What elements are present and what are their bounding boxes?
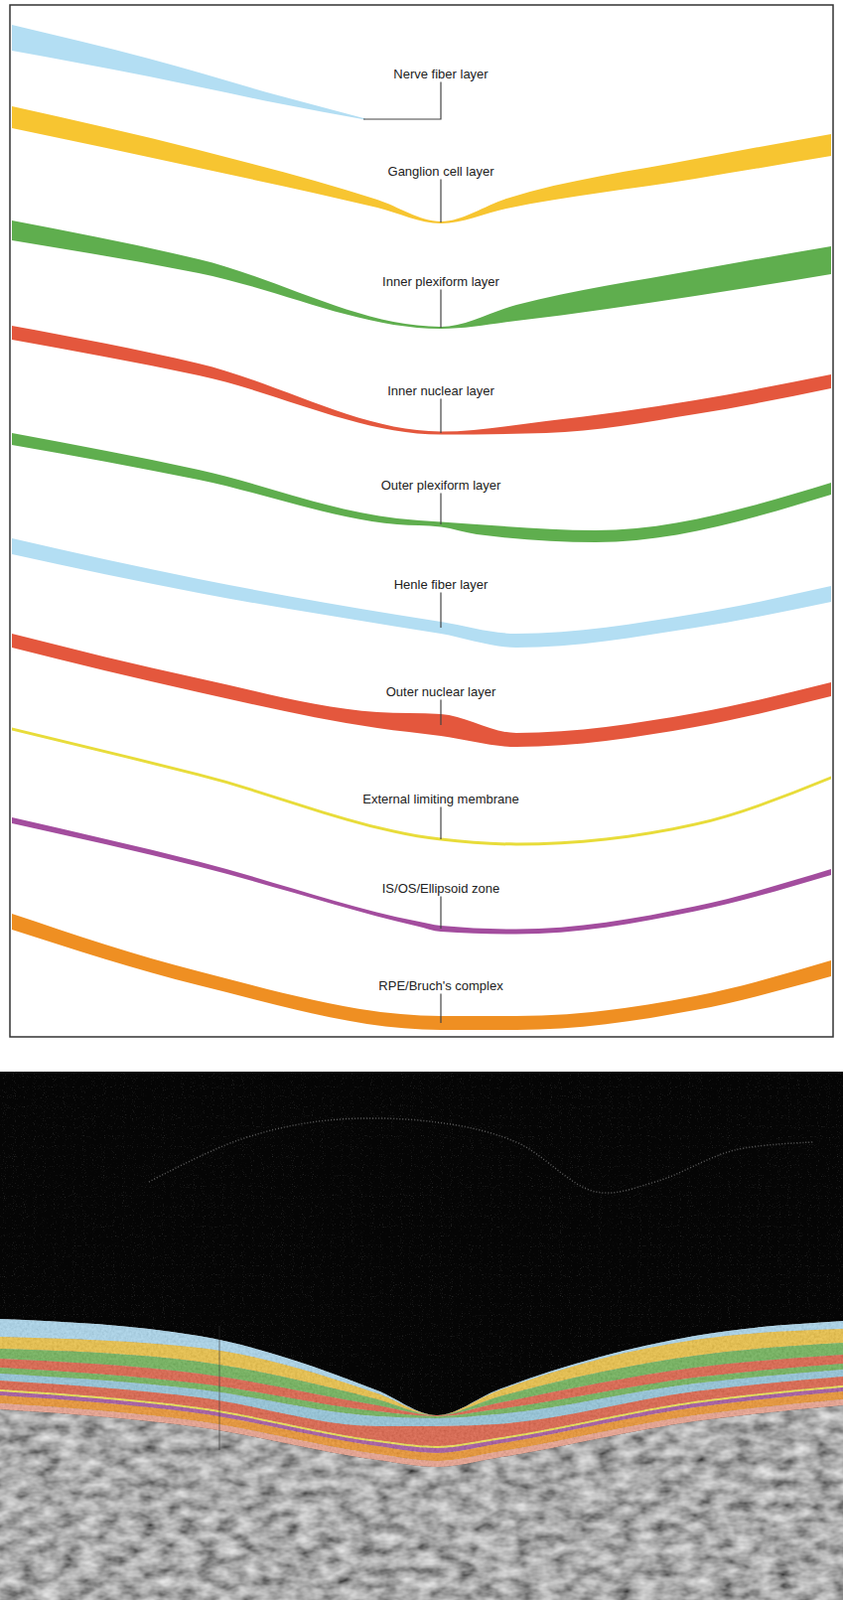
layer-band — [11, 24, 366, 121]
layer-band — [11, 633, 832, 747]
layer-label-holder: Outer plexiform layer — [379, 475, 504, 494]
layer-label-holder: RPE/Bruch's complex — [376, 976, 505, 994]
layer-label: Outer nuclear layer — [384, 684, 499, 700]
choroid — [0, 1071, 843, 1600]
retina-tissue — [0, 1071, 843, 1600]
layer-band — [11, 538, 832, 648]
layer-label: Inner plexiform layer — [380, 274, 502, 289]
oct-scan — [0, 1071, 843, 1600]
leader-line — [439, 399, 441, 434]
leader-line — [439, 807, 441, 841]
layer-bands — [11, 24, 832, 1030]
layer-label-holder: External limiting membrane — [360, 789, 522, 808]
layer-label-holder: Inner nuclear layer — [385, 381, 497, 400]
hyaloid-line — [148, 1118, 815, 1193]
layer-label-holder: Ganglion cell layer — [386, 161, 497, 180]
layer-band — [11, 913, 832, 1030]
layer-label: Outer plexiform layer — [379, 477, 504, 493]
oct-speckle — [0, 1071, 843, 1600]
layer-band — [11, 106, 832, 224]
layer-band — [11, 817, 832, 935]
segmentation-layer — [0, 1399, 843, 1467]
leader-line — [439, 289, 441, 329]
segmentation-layer — [0, 1387, 843, 1453]
panel-border — [9, 4, 834, 1037]
leader-line — [363, 82, 441, 121]
layer-label: RPE/Bruch's complex — [376, 978, 505, 993]
layer-label: Nerve fiber layer — [391, 66, 490, 82]
leader-line — [439, 896, 441, 930]
layer-label-holder: Outer nuclear layer — [384, 682, 499, 701]
leader-line — [439, 993, 441, 1024]
layer-label-holder: IS/OS/Ellipsoid zone — [380, 878, 503, 897]
segmentation-layer — [0, 1391, 843, 1461]
leader-line — [439, 592, 441, 629]
scan-marker — [219, 1325, 221, 1450]
layer-label-holder: Henle fiber layer — [392, 574, 491, 593]
layer-label: Ganglion cell layer — [386, 163, 497, 179]
leader-line — [439, 179, 441, 224]
layer-label: Henle fiber layer — [392, 576, 491, 592]
layer-label-holder: Nerve fiber layer — [391, 64, 490, 83]
layer-band — [11, 220, 832, 329]
layer-band — [11, 727, 832, 846]
oct-background — [0, 1071, 843, 1600]
layer-label: IS/OS/Ellipsoid zone — [380, 880, 503, 896]
layer-label: Inner nuclear layer — [385, 383, 497, 399]
layer-label-holder: Inner plexiform layer — [380, 272, 502, 290]
layer-band — [11, 432, 832, 543]
layer-label: External limiting membrane — [360, 791, 522, 807]
layer-band — [11, 325, 832, 435]
leader-line — [439, 493, 441, 526]
leader-line — [439, 700, 441, 726]
